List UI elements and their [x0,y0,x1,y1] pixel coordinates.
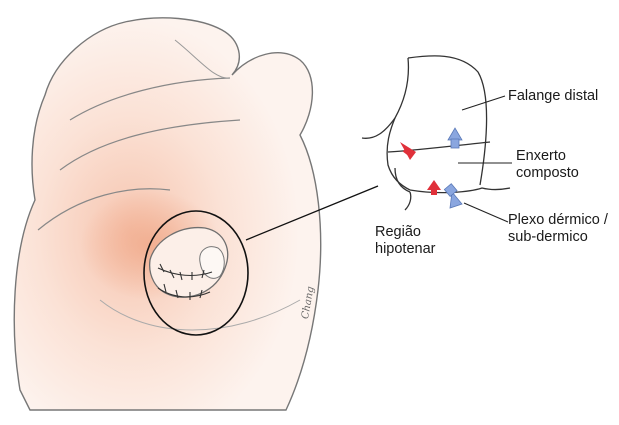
blue-arrow-lower [444,184,462,208]
label-falange-text: Falange distal [508,88,598,104]
label-plexo-line2: sub-dermico [508,229,588,245]
label-enxerto-composto: Enxerto composto [516,148,579,182]
label-enxerto-line2: composto [516,165,579,181]
label-regiao-line1: Região [375,224,421,240]
leader-plexo [464,203,508,222]
label-plexo-dermico: Plexo dérmico / sub-dermico [508,212,608,246]
leader-falange [462,96,505,110]
label-falange-distal: Falange distal [508,88,598,105]
label-plexo-line1: Plexo dérmico / [508,212,608,228]
label-regiao-line2: hipotenar [375,241,435,257]
label-regiao-hipotenar: Região hipotenar [375,224,435,258]
label-enxerto-line1: Enxerto [516,148,566,164]
